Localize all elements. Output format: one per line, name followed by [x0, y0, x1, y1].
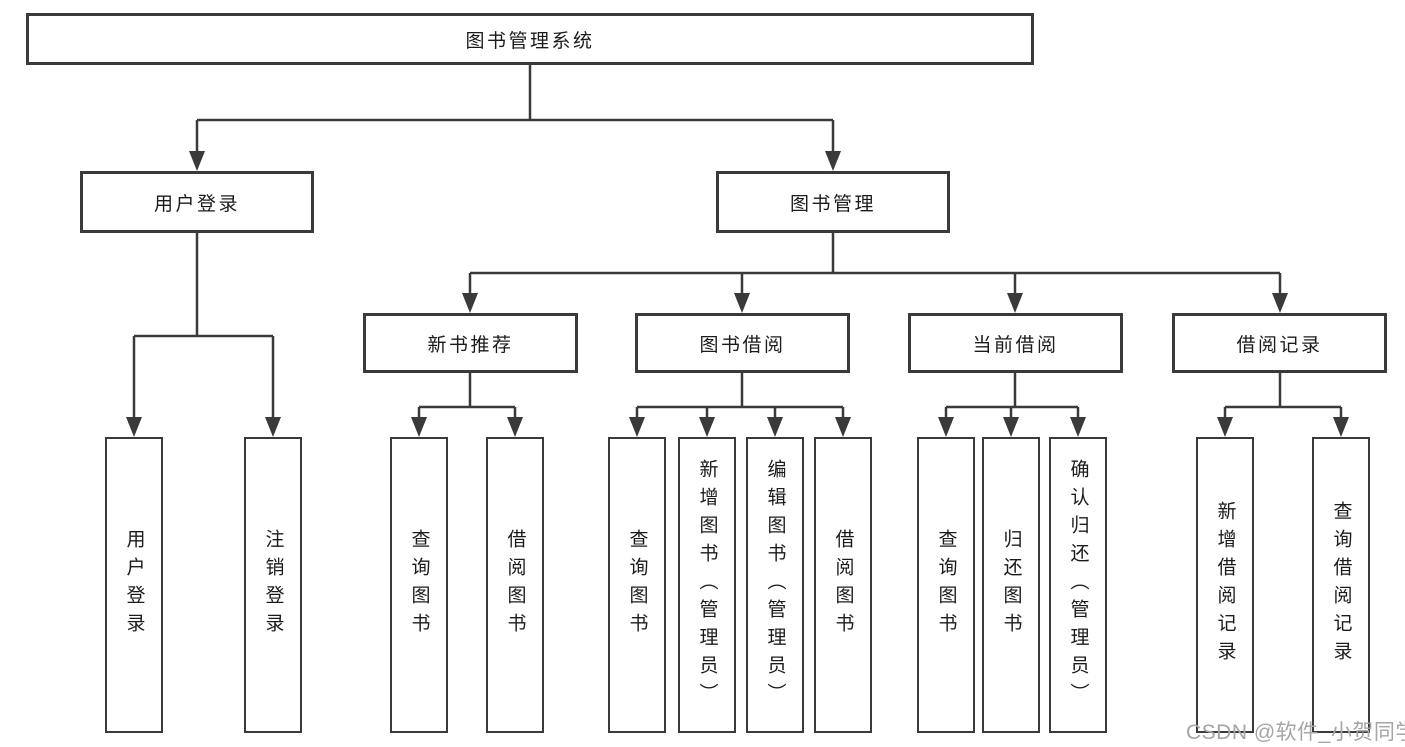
- node-leaf-query-borrow-record: 查询借阅记录: [1312, 437, 1370, 733]
- node-new-book-recommend: 新书推荐: [363, 313, 578, 373]
- connector-lines: [132, 65, 1343, 421]
- node-leaf-return-book: 归还图书: [982, 437, 1040, 733]
- node-book-borrow: 图书借阅: [635, 313, 850, 373]
- node-label: 查询借阅记录: [1330, 501, 1352, 669]
- node-book-management: 图书管理: [716, 171, 950, 233]
- node-label: 归还图书: [1000, 529, 1022, 641]
- node-label: 查询图书: [626, 529, 648, 641]
- node-label: 借阅图书: [504, 529, 526, 641]
- node-label: 借阅记录: [1236, 334, 1323, 356]
- node-label: 查询图书: [935, 529, 957, 641]
- arrow-heads: [126, 151, 1349, 437]
- node-label: 用户登录: [153, 193, 240, 215]
- node-leaf-add-book-admin: 新增图书（管理员）: [678, 437, 736, 733]
- node-leaf-logout: 注销登录: [244, 437, 302, 733]
- node-leaf-query-books-1: 查询图书: [390, 437, 448, 733]
- watermark: CSDN @软件_小贺同学: [1186, 721, 1405, 744]
- node-current-borrow: 当前借阅: [908, 313, 1123, 373]
- node-label: 当前借阅: [972, 334, 1059, 356]
- node-leaf-confirm-return-admin: 确认归还（管理员）: [1049, 437, 1107, 733]
- node-label: 新增图书（管理员）: [696, 459, 718, 711]
- node-user-login: 用户登录: [80, 171, 314, 233]
- node-borrow-records: 借阅记录: [1172, 313, 1387, 373]
- node-label: 注销登录: [262, 529, 284, 641]
- node-leaf-query-books-3: 查询图书: [917, 437, 975, 733]
- node-label: 新书推荐: [427, 334, 514, 356]
- node-label: 查询图书: [408, 529, 430, 641]
- node-system-root: 图书管理系统: [26, 13, 1034, 65]
- node-label: 图书管理: [789, 193, 876, 215]
- node-label: 借阅图书: [832, 529, 854, 641]
- node-label: 用户登录: [123, 529, 145, 641]
- node-leaf-borrow-books-2: 借阅图书: [814, 437, 872, 733]
- node-label: 图书借阅: [699, 334, 786, 356]
- node-label: 新增借阅记录: [1214, 501, 1236, 669]
- node-label: 编辑图书（管理员）: [764, 459, 786, 711]
- node-leaf-query-books-2: 查询图书: [608, 437, 666, 733]
- node-label: 确认归还（管理员）: [1067, 459, 1089, 711]
- node-leaf-borrow-books-1: 借阅图书: [486, 437, 544, 733]
- node-leaf-edit-book-admin: 编辑图书（管理员）: [746, 437, 804, 733]
- node-leaf-user-login: 用户登录: [105, 437, 163, 733]
- node-leaf-add-borrow-record: 新增借阅记录: [1196, 437, 1254, 733]
- node-label: 图书管理系统: [465, 30, 595, 52]
